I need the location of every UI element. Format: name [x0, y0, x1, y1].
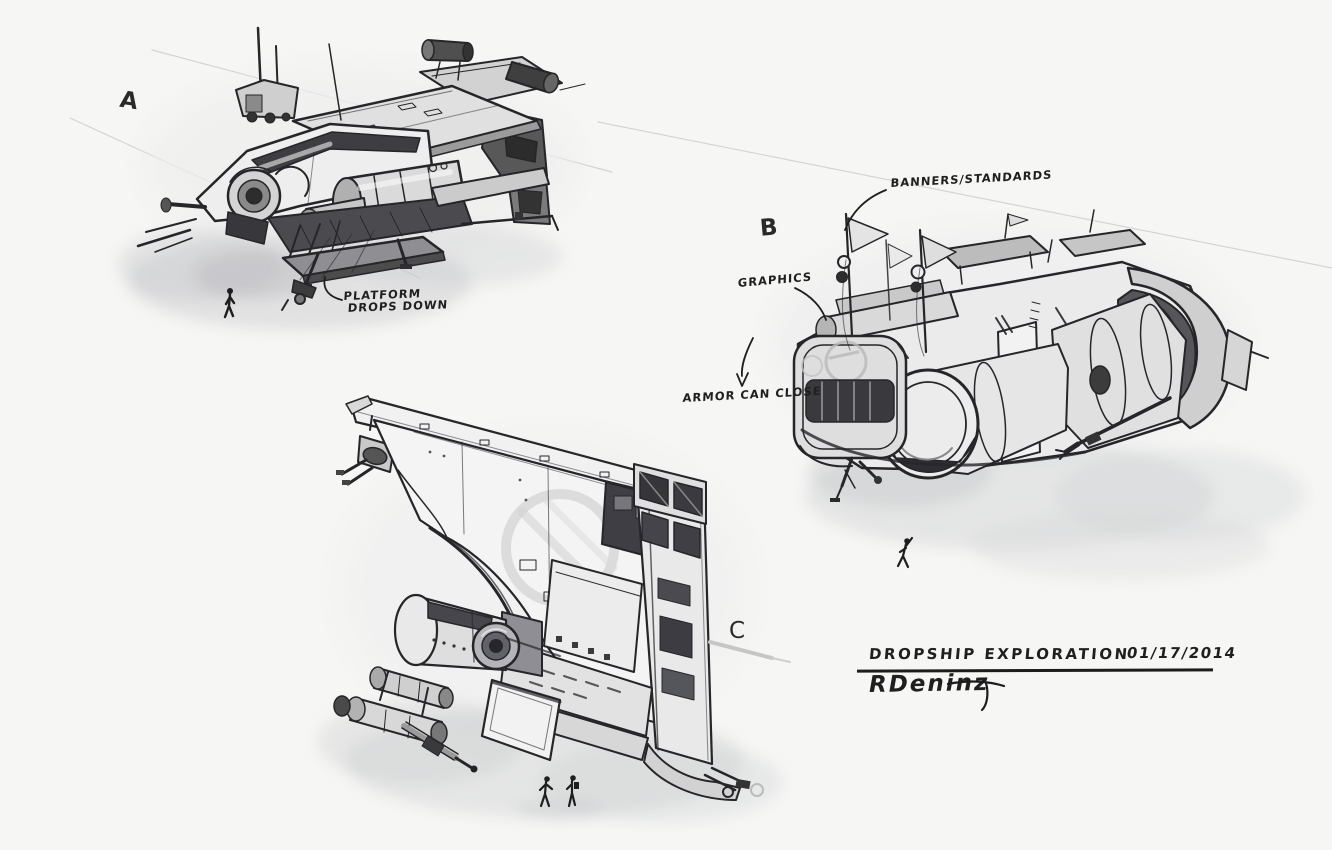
ship-b-sketch	[792, 209, 1269, 502]
sheet-date: 01/17/2014	[1125, 644, 1238, 662]
ship-c-sketch	[333, 395, 791, 801]
armor-arrow-head	[736, 372, 749, 387]
leader-graphics	[794, 287, 827, 321]
scale-figure-c1	[538, 776, 554, 808]
annotation-platform-line2: DROPS DOWN	[347, 297, 449, 315]
sheet-title: DROPSHIP EXPLORATION	[868, 645, 1131, 663]
armor-arrow-line	[740, 337, 754, 377]
ground-shadow-b	[805, 436, 1305, 580]
variant-label-a: A	[118, 86, 140, 116]
scale-figure-c2	[565, 775, 579, 808]
scale-figure-a	[223, 288, 236, 319]
leader-platform	[323, 276, 343, 301]
annotation-platform-drops-down: PLATFORM DROPS DOWN	[342, 286, 449, 315]
scale-figure-b	[896, 536, 914, 569]
variant-label-c: C	[729, 618, 746, 644]
variant-label-b: B	[758, 214, 779, 242]
leader-banners-standards	[844, 189, 887, 231]
signature-flourish	[946, 680, 1006, 712]
ship-a-sketch	[136, 26, 586, 311]
